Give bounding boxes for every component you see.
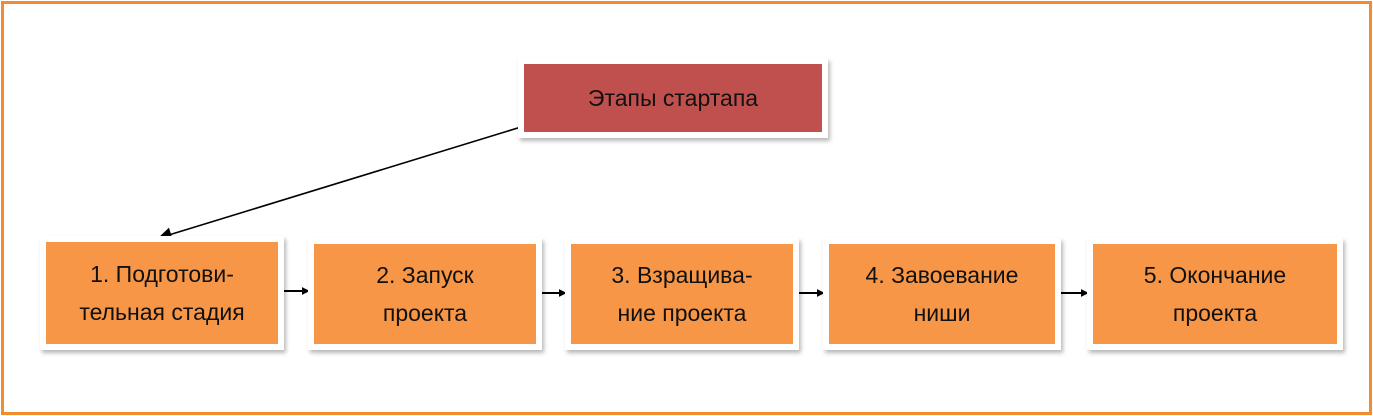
root-to-step1-arrow <box>157 126 522 241</box>
step-label-1: 1. Подготови- тельная стадия <box>79 261 245 325</box>
step-node-2: 2. Запуск проекта <box>308 238 542 350</box>
step-node-5: 5. Окончание проекта <box>1087 238 1343 350</box>
step-label-5: 5. Окончание проекта <box>1143 262 1287 326</box>
root-node: Этапы стартапа <box>518 58 828 138</box>
step-node-1: 1. Подготови- тельная стадия <box>40 236 284 350</box>
step-label-4: 4. Завоевание ниши <box>865 262 1019 326</box>
step-label-3: 3. Взращива- ние проекта <box>611 262 753 326</box>
root-label: Этапы стартапа <box>587 85 759 111</box>
step-node-3: 3. Взращива- ние проекта <box>565 238 799 350</box>
step-node-4: 4. Завоевание ниши <box>823 238 1061 350</box>
step-label-2: 2. Запуск проекта <box>376 262 474 326</box>
